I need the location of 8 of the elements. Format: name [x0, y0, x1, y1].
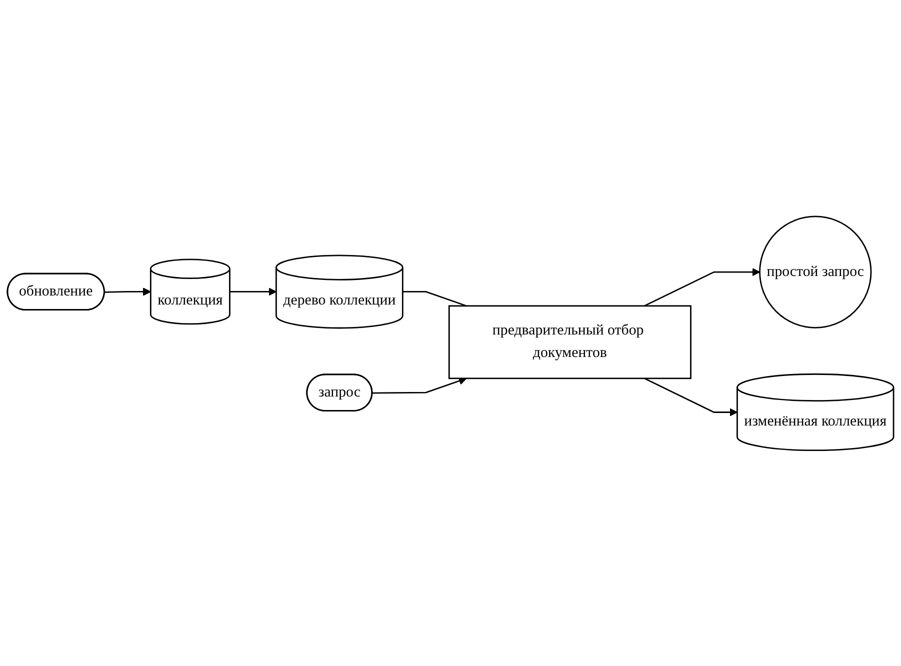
arrow: [644, 268, 760, 306]
connector: [402, 290, 467, 306]
node-circle: простой запрос: [759, 215, 872, 328]
arrow: [372, 376, 467, 394]
arrow: [104, 287, 152, 296]
arrow: [644, 377, 738, 416]
node-box: предварительный отбор документов: [448, 304, 692, 379]
arrow: [230, 287, 277, 296]
